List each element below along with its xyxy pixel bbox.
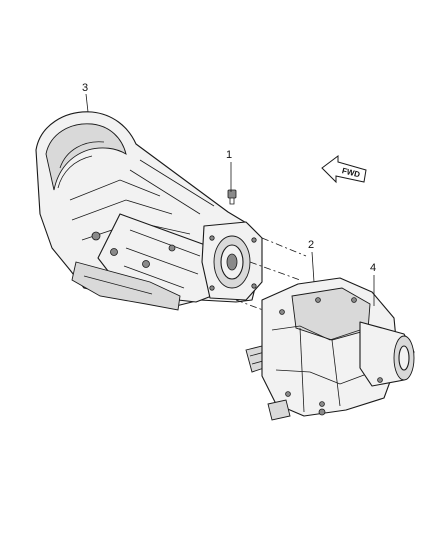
callout-3: 3 <box>82 82 89 113</box>
callout-2-label: 2 <box>308 239 314 251</box>
callout-3-label: 3 <box>82 82 88 94</box>
vent-fitting <box>227 189 237 205</box>
transfer-case-assembly <box>245 277 415 421</box>
fwd-label: FWD <box>341 166 361 179</box>
callout-2: 2 <box>308 239 315 283</box>
callout-1-label: 1 <box>226 149 232 161</box>
callout-4-label: 4 <box>370 262 376 274</box>
callout-4: 4 <box>370 262 376 306</box>
callout-1: 1 <box>226 149 232 192</box>
forward-direction-arrow: FWD <box>321 155 367 184</box>
transmission-assembly <box>35 111 263 311</box>
